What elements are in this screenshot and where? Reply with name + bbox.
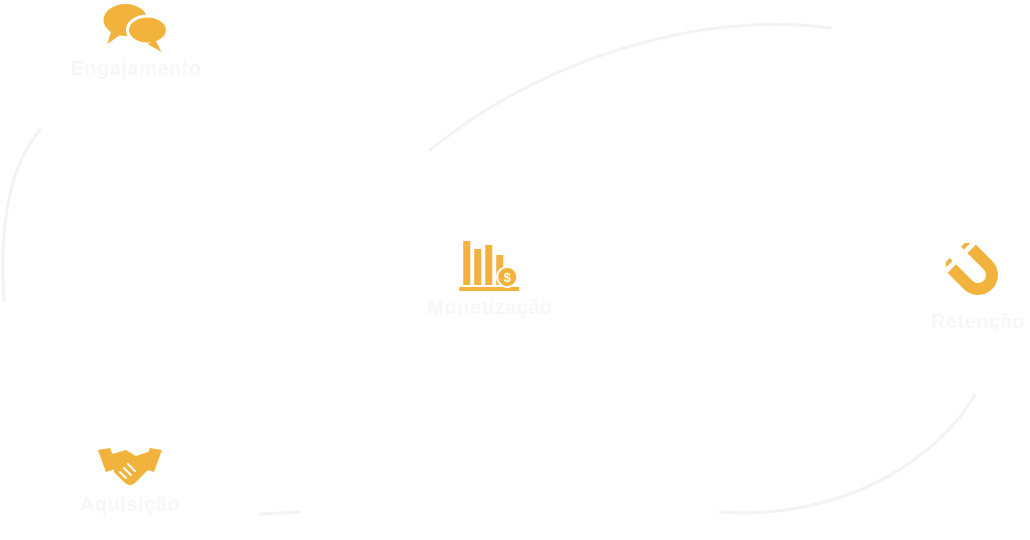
connector-arc-top (428, 22, 832, 152)
connector-arc-bottom (718, 393, 977, 515)
speech-bubbles-icon (102, 4, 169, 52)
svg-text:$: $ (503, 270, 511, 285)
node-label-retencao: Retenção (930, 311, 1026, 333)
node-aquisicao: Aquisição (80, 442, 180, 517)
node-label-engajamento: Engajamento (70, 58, 202, 80)
node-monetizacao: $ Monetização (427, 237, 553, 320)
node-engajamento: Engajamento (70, 0, 201, 81)
bar-chart-coin-icon: $ (459, 241, 519, 291)
node-retencao: Retenção (931, 243, 1025, 334)
connector-arc-bottom-left (258, 510, 302, 516)
node-label-monetizacao: Monetização (427, 297, 553, 319)
node-label-aquisicao: Aquisição (79, 494, 181, 516)
handshake-icon (97, 448, 162, 485)
connector-arc-left (1, 128, 42, 302)
magnet-icon (946, 243, 998, 295)
